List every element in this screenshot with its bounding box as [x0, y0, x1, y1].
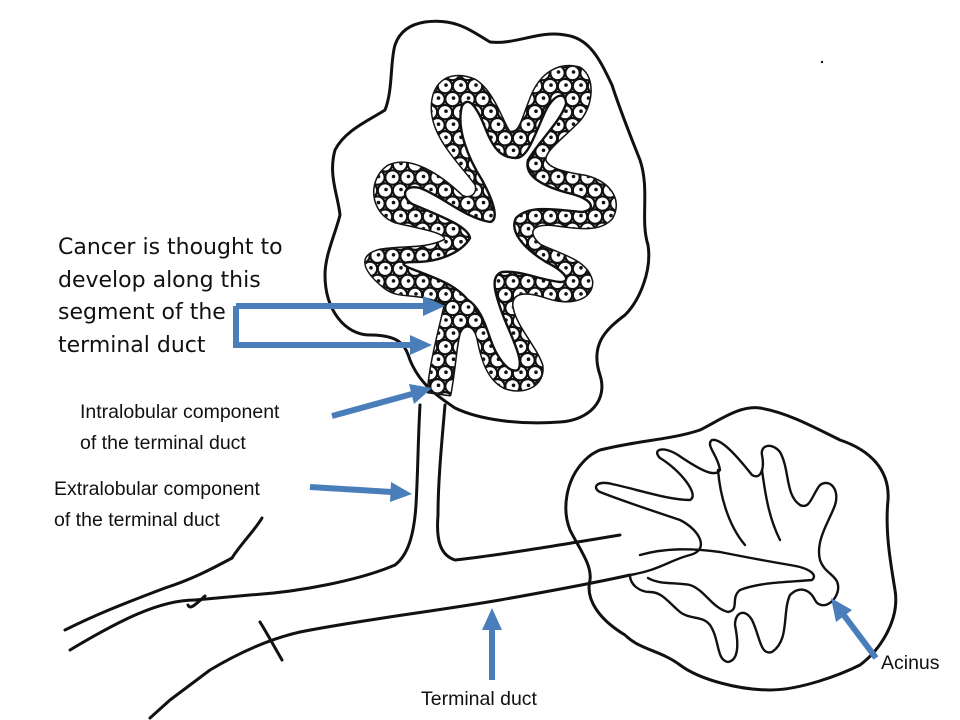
- terminal-duct-label: Terminal duct: [421, 688, 537, 710]
- cancer-label-line3: segment of the: [58, 300, 226, 325]
- acinus-arrow: [840, 612, 879, 660]
- central-lumen: [402, 94, 592, 372]
- cancer-label-line2: develop along this: [58, 267, 261, 293]
- intralobular-arrow: [331, 391, 413, 419]
- acinus-lobule: [564, 406, 898, 692]
- lobule-outline: [323, 19, 651, 425]
- cancer-segment-label: Cancer is thought to develop along this …: [58, 232, 283, 362]
- cancer-label-line4: terminal duct: [58, 332, 206, 358]
- extralobular-label-line2: of the terminal duct: [54, 509, 220, 531]
- intralobular-label: Intralobular component of the terminal d…: [80, 397, 279, 459]
- cancer-label-line1: Cancer is thought to: [58, 235, 283, 260]
- intralobular-label-line1: Intralobular component: [80, 401, 280, 423]
- intralobular-label-line2: of the terminal duct: [80, 432, 246, 454]
- cancer-bracket-arrow: [233, 306, 412, 348]
- extralobular-label-line1: Extralobular component: [54, 478, 260, 500]
- arrows: [233, 296, 879, 680]
- duct-tree: [63, 403, 632, 720]
- extralobular-arrow: [309, 484, 393, 495]
- extralobular-label: Extralobular component of the terminal d…: [54, 474, 260, 536]
- acinus-label: Acinus: [881, 652, 940, 674]
